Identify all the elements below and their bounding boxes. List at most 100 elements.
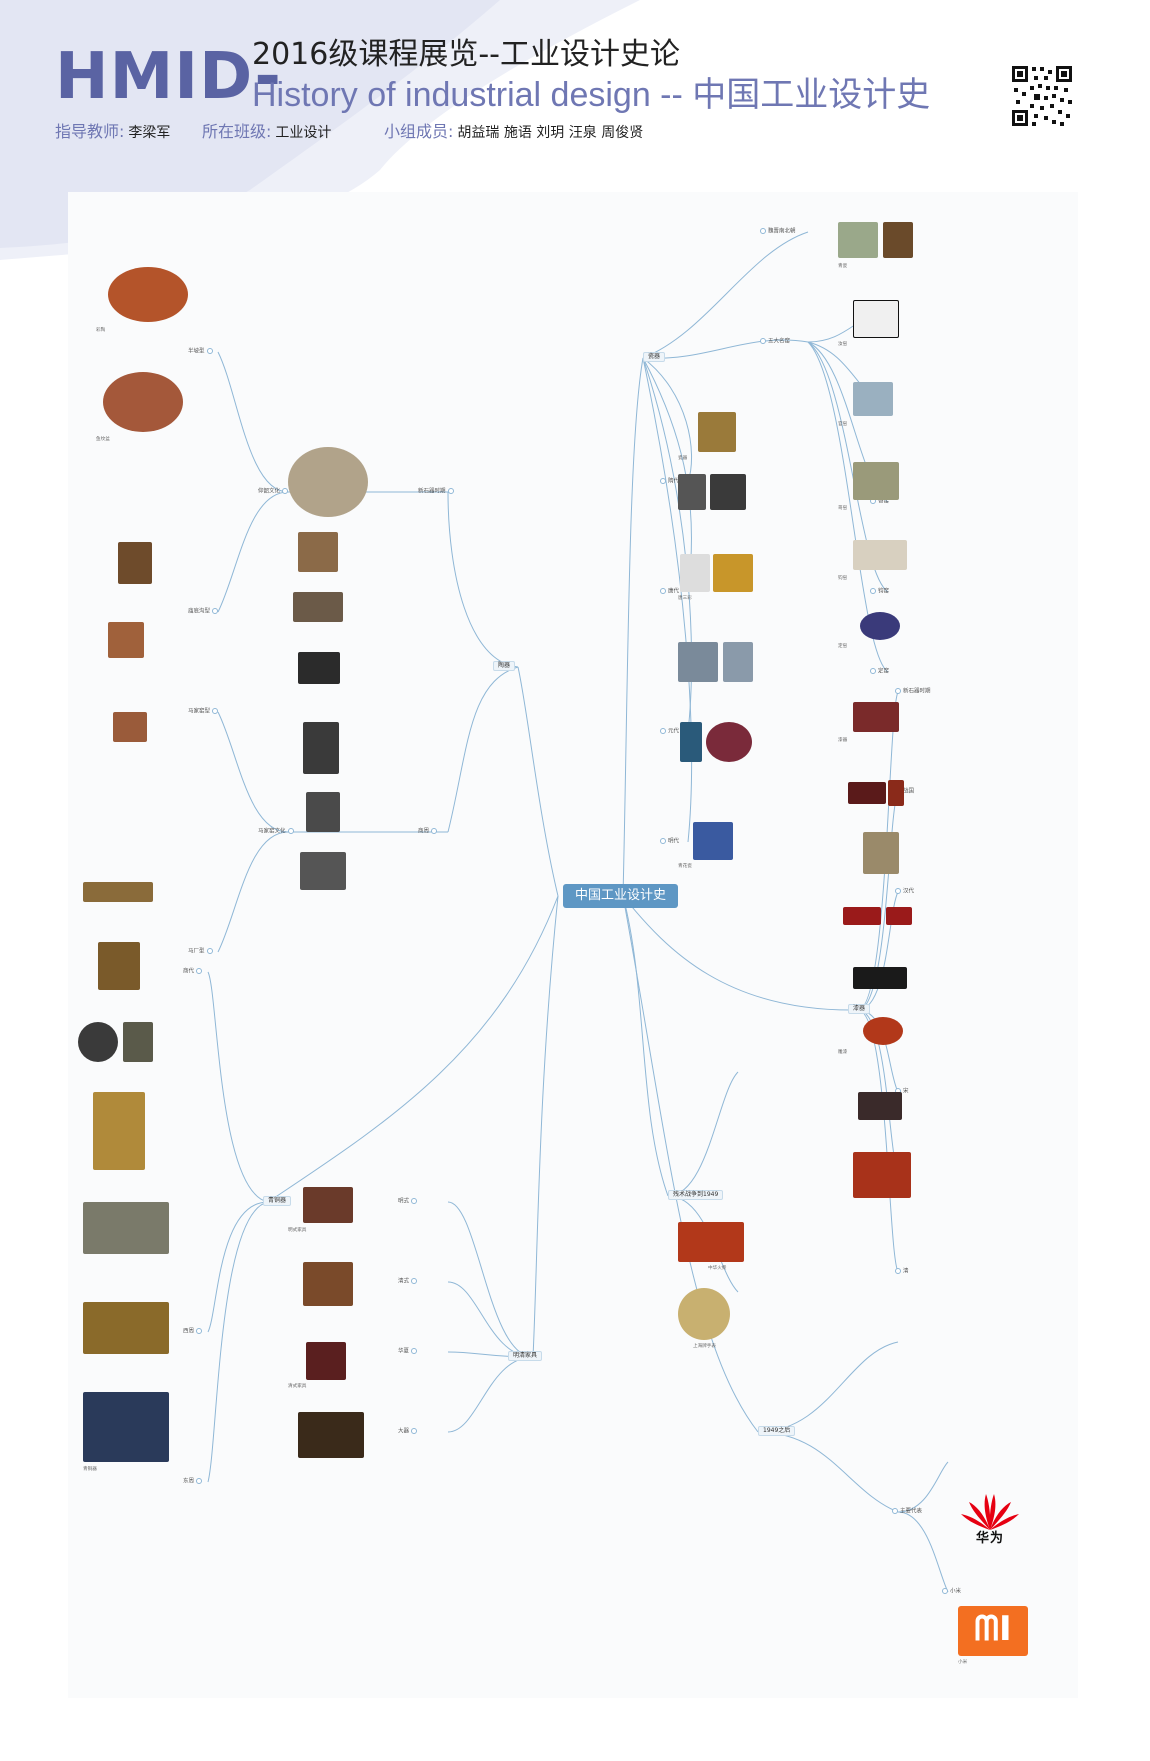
node-dot (287, 828, 294, 834)
song-lacquer-image (853, 967, 907, 989)
branch-bronze[interactable]: 青铜器 (263, 1196, 292, 1206)
node-majiayao-type[interactable]: 马家窑型 (188, 708, 220, 715)
neolithic-lacquer-image (853, 702, 899, 732)
node-dot (212, 708, 219, 714)
node-brands[interactable]: 主要代表 (890, 1508, 922, 1515)
node-dot (760, 228, 766, 234)
node-ming-porcelain[interactable]: 明代 (658, 838, 679, 845)
majiayao-jar-image (118, 542, 152, 584)
node-shang-dynasty[interactable]: 商代 (183, 968, 204, 975)
node-dot (411, 1428, 418, 1434)
tang-vessel-image-1 (678, 474, 706, 510)
node-wei-jin-label: 魏晋南北朝 (768, 228, 796, 235)
matchbox-image (678, 1222, 744, 1262)
caption-watch: 上海牌手表 (693, 1344, 716, 1349)
node-tang-label: 唐代 (668, 588, 680, 595)
node-dot (895, 688, 901, 694)
node-miaodigou[interactable]: 庙底沟型 (188, 608, 220, 615)
yuan-porcelain-image-1 (678, 642, 718, 682)
branch-pottery[interactable]: 陶器 (493, 661, 516, 671)
node-jun-kiln[interactable]: 钧窑 (868, 588, 889, 595)
warring-lacquer-image-2 (888, 780, 904, 806)
machang-jar-image (113, 712, 147, 742)
node-banpo-label: 半坡型 (188, 348, 205, 355)
node-ding-kiln[interactable]: 定窑 (868, 668, 889, 675)
bronze-ware-image-2 (98, 942, 140, 990)
branch-war-to-1949[interactable]: 残术战争到1949 (668, 1190, 724, 1200)
ming-table-image (303, 1262, 353, 1306)
node-qing-style-label: 清式 (398, 1278, 410, 1285)
node-jun-kiln-label: 钧窑 (878, 588, 890, 595)
node-dot (660, 478, 666, 484)
node-ming-style[interactable]: 明式 (398, 1198, 419, 1205)
node-yangshao[interactable]: 仰韶文化 (258, 488, 290, 495)
fan-tile-image (298, 652, 340, 684)
node-song-five-kilns-label: 五大名窑 (768, 338, 791, 345)
neolithic-jar-image (288, 447, 368, 517)
page-title-cn: 2016级课程展览--工业设计史论 (252, 37, 680, 72)
node-shang-zhou[interactable]: 商周 (418, 828, 439, 835)
node-neolithic[interactable]: 新石器时期 (418, 488, 456, 495)
node-machang-label: 马厂型 (188, 948, 205, 955)
node-dot (196, 1478, 203, 1484)
node-wei-jin[interactable]: 魏晋南北朝 (758, 228, 796, 235)
tang-sancai-horse-image (713, 554, 753, 592)
yuan-porcelain-image-2 (723, 642, 753, 682)
yuan-carved-lacquer-image (863, 1017, 903, 1045)
tang-lacquer-image-2 (886, 907, 912, 925)
node-ming-style-label: 明式 (398, 1198, 410, 1205)
node-dot (196, 968, 203, 974)
node-machang[interactable]: 马厂型 (188, 948, 215, 955)
mindmap-center-node[interactable]: 中国工业设计史 (563, 884, 678, 908)
celadon-image (838, 222, 878, 258)
teacher-label: 指导教师: (55, 122, 125, 141)
ming-lacquer-image (858, 1092, 902, 1120)
teacher-name: 李梁军 (128, 125, 171, 141)
node-daqi-label: 大器 (398, 1428, 410, 1435)
node-dot (411, 1198, 418, 1204)
node-sui[interactable]: 隋代 (658, 478, 679, 485)
bronze-vessel-image (83, 1302, 169, 1354)
caption-celadon: 青瓷 (838, 264, 848, 269)
members-label: 小组成员: (384, 122, 454, 141)
branch-after-1949[interactable]: 1949之后 (758, 1426, 796, 1436)
branch-porcelain[interactable]: 瓷器 (643, 352, 666, 362)
node-xiaomi[interactable]: 小米 (940, 1588, 961, 1595)
node-lacquer-qing[interactable]: 清 (893, 1268, 909, 1275)
node-eastern-zhou[interactable]: 东周 (183, 1478, 204, 1485)
tang-lacquer-image-1 (843, 907, 881, 925)
node-banpo[interactable]: 半坡型 (188, 348, 215, 355)
node-dot (411, 1348, 418, 1354)
caption-ge-kiln: 哥窑 (838, 506, 848, 511)
node-daqi[interactable]: 大器 (398, 1428, 419, 1435)
warring-lacquer-image-1 (848, 782, 886, 804)
node-shang-dynasty-label: 商代 (183, 968, 195, 975)
huawei-logo-icon (961, 1494, 1019, 1530)
node-tang[interactable]: 唐代 (658, 588, 679, 595)
node-lacquer-neolithic-label: 新石器时期 (903, 688, 931, 695)
caption-bronze: 青铜器 (83, 1467, 97, 1472)
mindmap-panel: 中国工业设计史 陶器 青铜器 明清家具 瓷器 漆器 残术战争到1949 1949… (68, 192, 1078, 1698)
roof-tile-image (300, 852, 346, 890)
node-lacquer-han[interactable]: 汉代 (893, 888, 914, 895)
xiaomi-logo-glyph: ᗰI (974, 1609, 1012, 1649)
node-majiayao[interactable]: 马家窑文化 (258, 828, 296, 835)
class-name: 工业设计 (275, 125, 332, 141)
node-qing-style[interactable]: 清式 (398, 1278, 419, 1285)
branch-lacquer[interactable]: 漆器 (848, 1004, 871, 1014)
node-song-five-kilns[interactable]: 五大名窑 (758, 338, 790, 345)
branch-furniture[interactable]: 明清家具 (508, 1351, 543, 1361)
guan-kiln-image (853, 382, 893, 416)
node-yuan[interactable]: 元代 (658, 728, 679, 735)
terracotta-figure-image (306, 792, 340, 832)
node-huaxia[interactable]: 华夏 (398, 1348, 419, 1355)
caption-qing-furniture: 清式家具 (288, 1384, 307, 1389)
tang-vessel-image-2 (710, 474, 746, 510)
qing-lacquer-image (853, 1152, 911, 1198)
bronze-mirror-image (78, 1022, 118, 1062)
node-yuan-label: 元代 (668, 728, 680, 735)
node-western-zhou[interactable]: 西周 (183, 1328, 204, 1335)
caption-lacquer: 漆器 (838, 738, 848, 743)
banshan-jar-image (108, 622, 144, 658)
node-lacquer-neolithic[interactable]: 新石器时期 (893, 688, 931, 695)
